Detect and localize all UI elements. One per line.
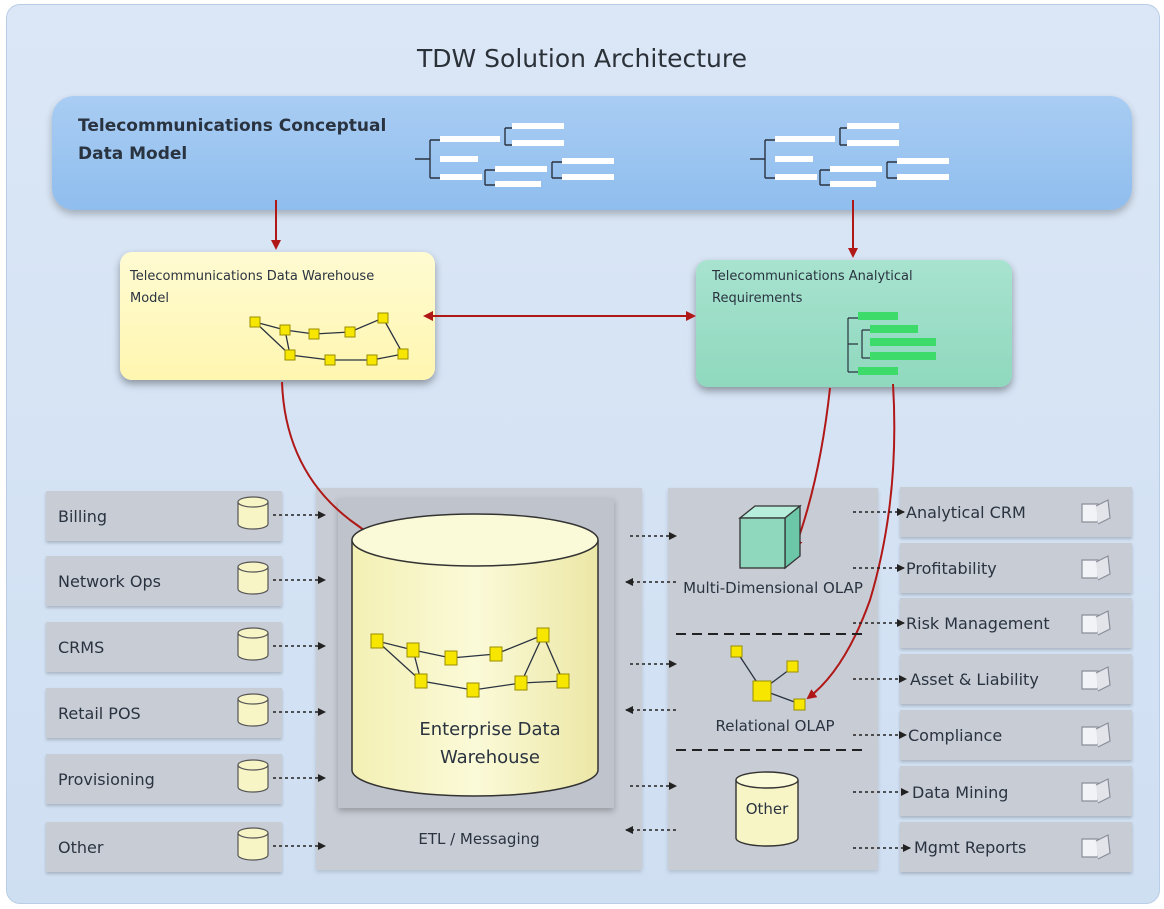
source-label-network-ops: Network Ops [58,572,161,591]
report-icon [1081,834,1111,860]
database-icon [237,561,269,595]
other-store-cylinder-icon [735,771,799,847]
other-store-label: Other [745,800,789,818]
edw-cylinder [351,513,599,797]
etl-olap-flow-arrows [625,532,677,834]
diagram-title: TDW Solution Architecture [416,44,748,73]
report-icon [1081,722,1111,748]
rel-olap-label: Relational OLAP [715,717,835,735]
dw-model-graph [249,312,409,366]
report-icon [1081,499,1111,525]
source-flow-arrows [273,511,326,850]
conceptual-model-label: Telecommunications Conceptual Data Model [78,116,387,164]
conceptual-tree-glyph-left [415,127,562,186]
report-icon [1081,555,1111,581]
report-icon [1081,666,1111,692]
target-label-profitability: Profitability [906,559,997,578]
etl-label: ETL / Messaging [418,830,540,848]
conceptual-bars-right [775,123,949,187]
target-label-data-mining: Data Mining [912,783,1009,802]
conceptual-bars-left [440,123,614,187]
report-icons [1081,499,1111,860]
analytical-requirements-box [696,260,1012,387]
source-label-retail-pos: Retail POS [58,704,141,723]
target-flow-arrows [853,508,911,852]
database-icon [237,496,269,530]
source-label-crms: CRMS [58,638,105,657]
source-db-icons [237,496,269,861]
edw-label: Enterprise Data Warehouse [419,719,561,768]
md-olap-label: Multi-Dimensional OLAP [683,579,863,597]
source-label-other: Other [58,838,104,857]
dw-model-label: Telecommunications Data Warehouse Model [130,269,375,306]
md-olap-cube-icon [738,504,802,570]
edw-graph [370,627,570,698]
report-icon [1081,610,1111,636]
target-label-mgmt-reports: Mgmt Reports [914,838,1027,857]
analytical-requirements-label: Telecommunications Analytical Requiremen… [712,269,913,306]
conceptual-tree-glyph-right [750,127,897,186]
rel-olap-tree-icon [730,645,806,711]
arrow-ar-to-rel-olap [806,383,896,700]
target-label-analytical-crm: Analytical CRM [906,503,1026,522]
conceptual-model-band [52,96,1132,210]
target-label-risk-management: Risk Management [906,614,1050,633]
target-label-asset-liability: Asset & Liability [910,670,1039,689]
database-icon [237,759,269,793]
database-icon [237,693,269,727]
source-label-provisioning: Provisioning [58,770,155,789]
target-label-compliance: Compliance [908,726,1003,745]
source-label-billing: Billing [58,507,108,526]
database-icon [237,827,269,861]
analytical-requirements-glyph [847,312,936,375]
database-icon [237,627,269,661]
olap-separators [676,633,868,751]
report-icon [1081,778,1111,804]
